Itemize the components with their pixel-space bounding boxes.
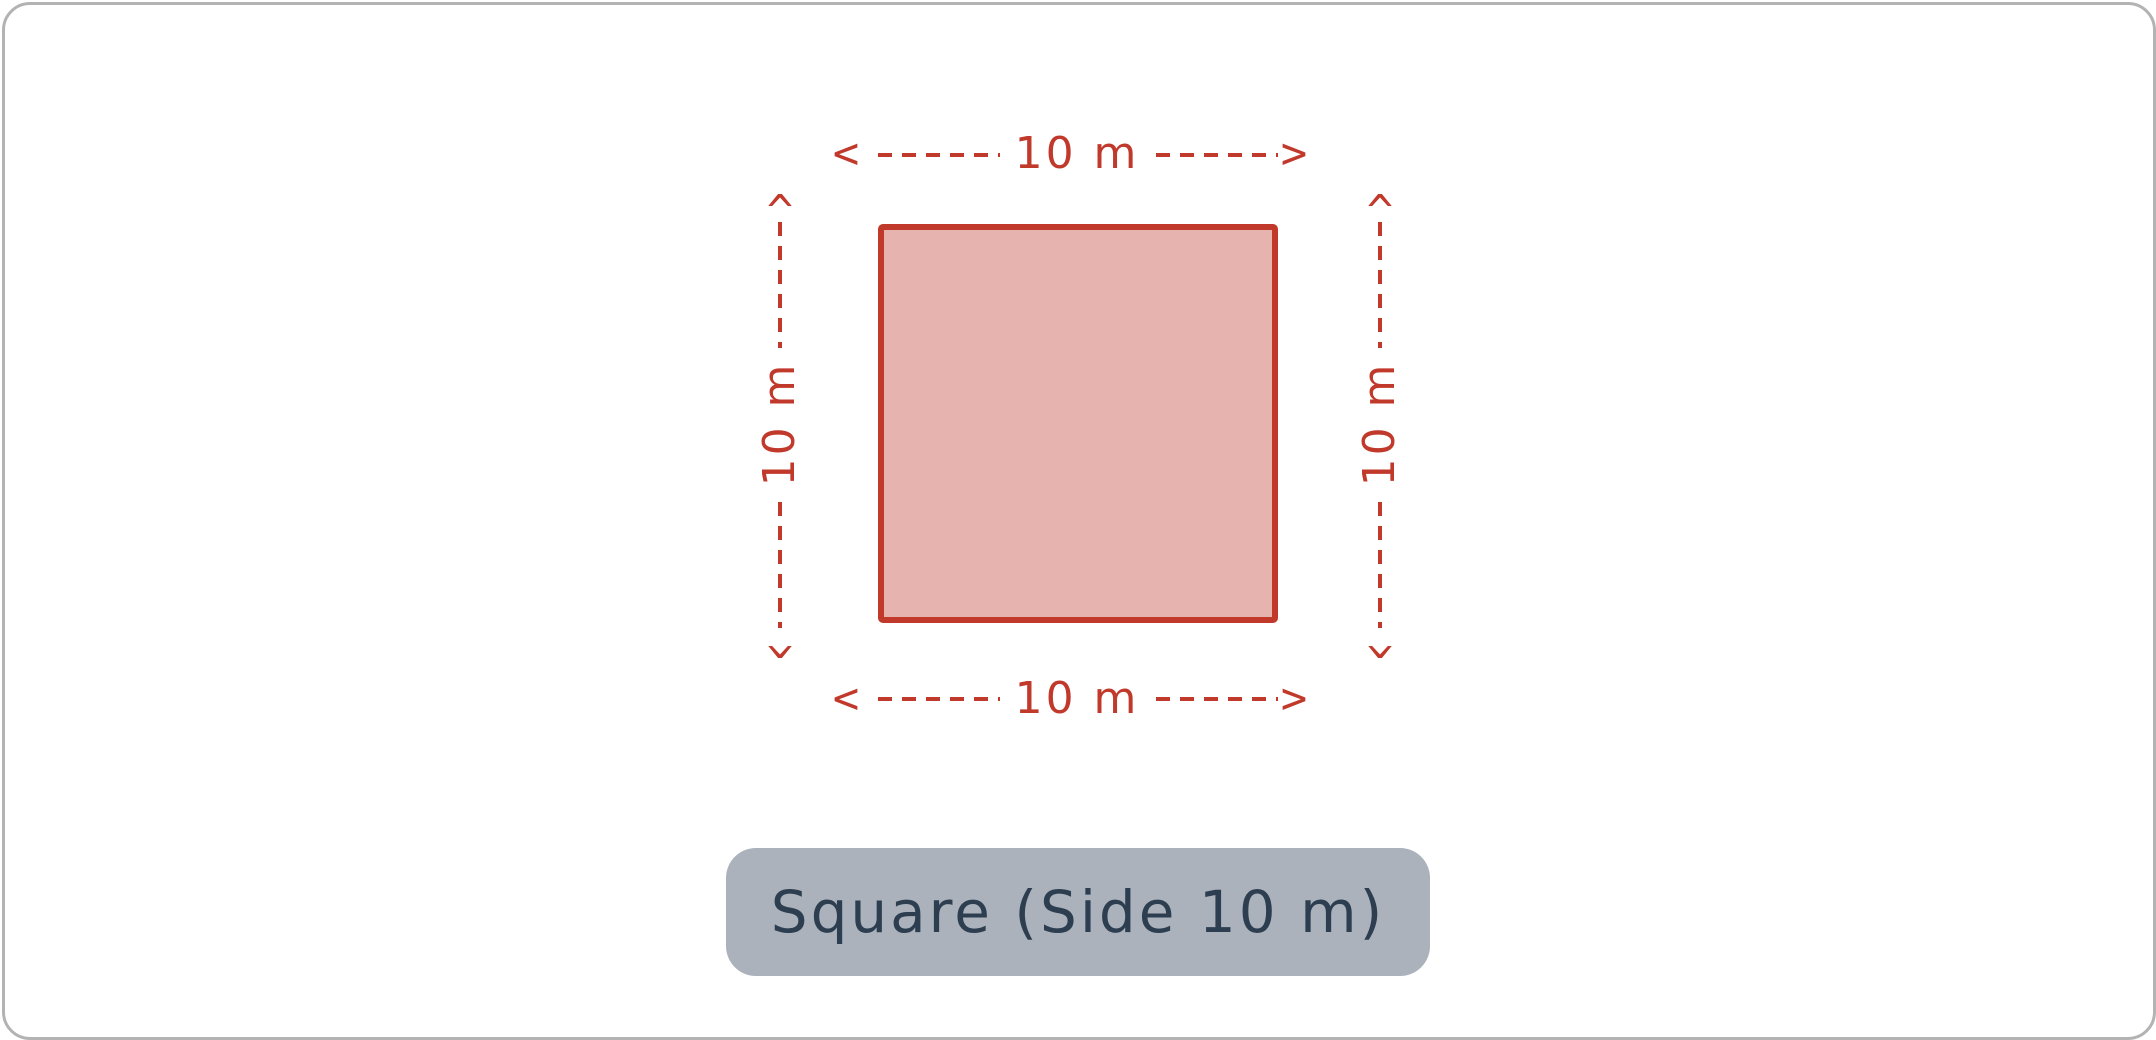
bottom-dimension: < 10 m > <box>833 673 1308 724</box>
left-arrow-icon: < <box>833 673 860 724</box>
right-arrow-icon: > <box>1281 128 1308 179</box>
bottom-dimension-label: 10 m <box>1015 673 1140 724</box>
right-dimension: ^ 10 m ^ <box>1354 186 1405 666</box>
caption-text: Square (Side 10 m) <box>770 878 1386 946</box>
down-arrow-icon: ^ <box>1367 615 1394 666</box>
top-dimension: < 10 m > <box>833 128 1308 179</box>
left-dimension-label: 10 m <box>754 362 805 487</box>
down-arrow-icon: ^ <box>767 615 794 666</box>
right-dimension-label: 10 m <box>1354 362 1405 487</box>
top-dimension-label: 10 m <box>1015 128 1140 179</box>
square-shape <box>878 224 1278 623</box>
right-arrow-icon: > <box>1281 673 1308 724</box>
left-dimension: ^ 10 m ^ <box>754 186 805 666</box>
left-arrow-icon: < <box>833 128 860 179</box>
caption-badge: Square (Side 10 m) <box>726 848 1430 976</box>
